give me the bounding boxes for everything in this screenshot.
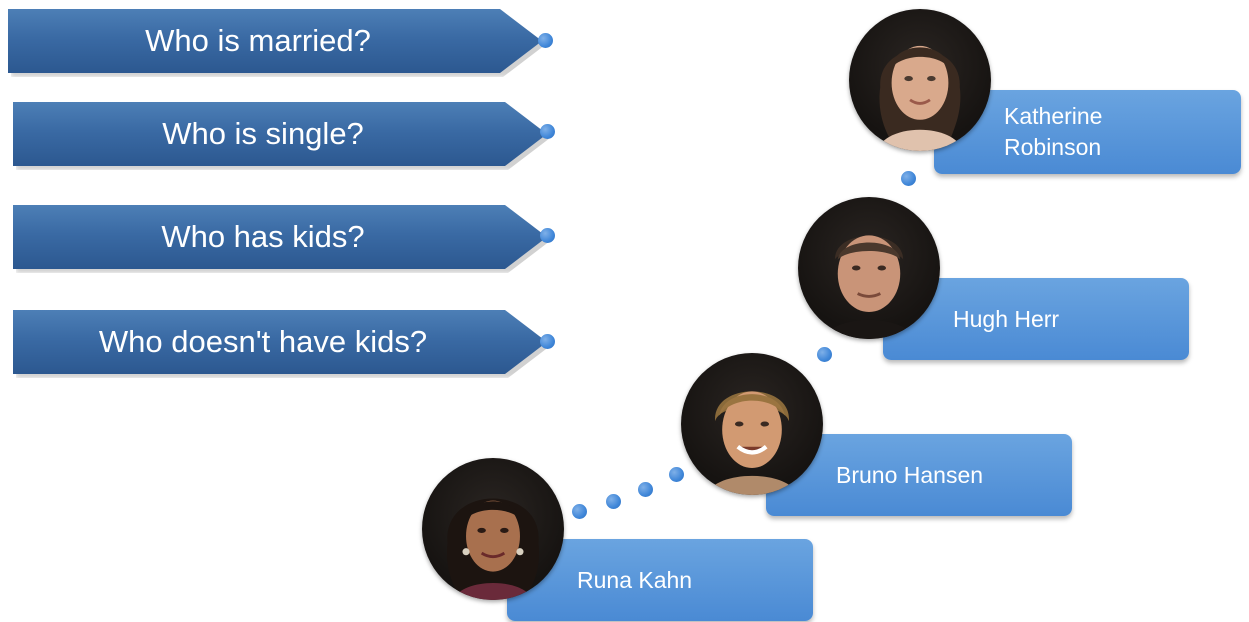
person-name: Hugh Herr xyxy=(953,305,1060,332)
question-arrow-no-kids: Who doesn't have kids? xyxy=(13,310,547,374)
connector-dot xyxy=(538,33,553,48)
connector-dot xyxy=(540,124,555,139)
timeline-dot xyxy=(606,494,621,509)
person-name-line2: Robinson xyxy=(1004,134,1102,160)
person-name: Runa Kahn xyxy=(577,566,693,593)
connector-dot xyxy=(540,228,555,243)
question-label: Who is single? xyxy=(162,116,364,151)
question-arrow-single: Who is single? xyxy=(13,102,547,166)
timeline-dot xyxy=(572,504,587,519)
avatar-runa xyxy=(422,458,564,600)
avatar-bruno xyxy=(681,353,823,495)
timeline-dot xyxy=(817,347,832,362)
person-name: Katherine Robinson xyxy=(1004,101,1102,163)
question-arrow-has-kids: Who has kids? xyxy=(13,205,547,269)
question-label: Who has kids? xyxy=(161,219,365,254)
avatar-hugh xyxy=(798,197,940,339)
connector-dot xyxy=(540,334,555,349)
avatar-katherine xyxy=(849,9,991,151)
person-name: Bruno Hansen xyxy=(836,461,984,488)
timeline-dot xyxy=(638,482,653,497)
timeline-dot xyxy=(669,467,684,482)
question-arrow-married: Who is married? xyxy=(8,9,542,73)
timeline-dot xyxy=(901,171,916,186)
person-name-line1: Katherine xyxy=(1004,103,1103,129)
question-label: Who is married? xyxy=(145,23,371,58)
question-label: Who doesn't have kids? xyxy=(98,324,428,359)
